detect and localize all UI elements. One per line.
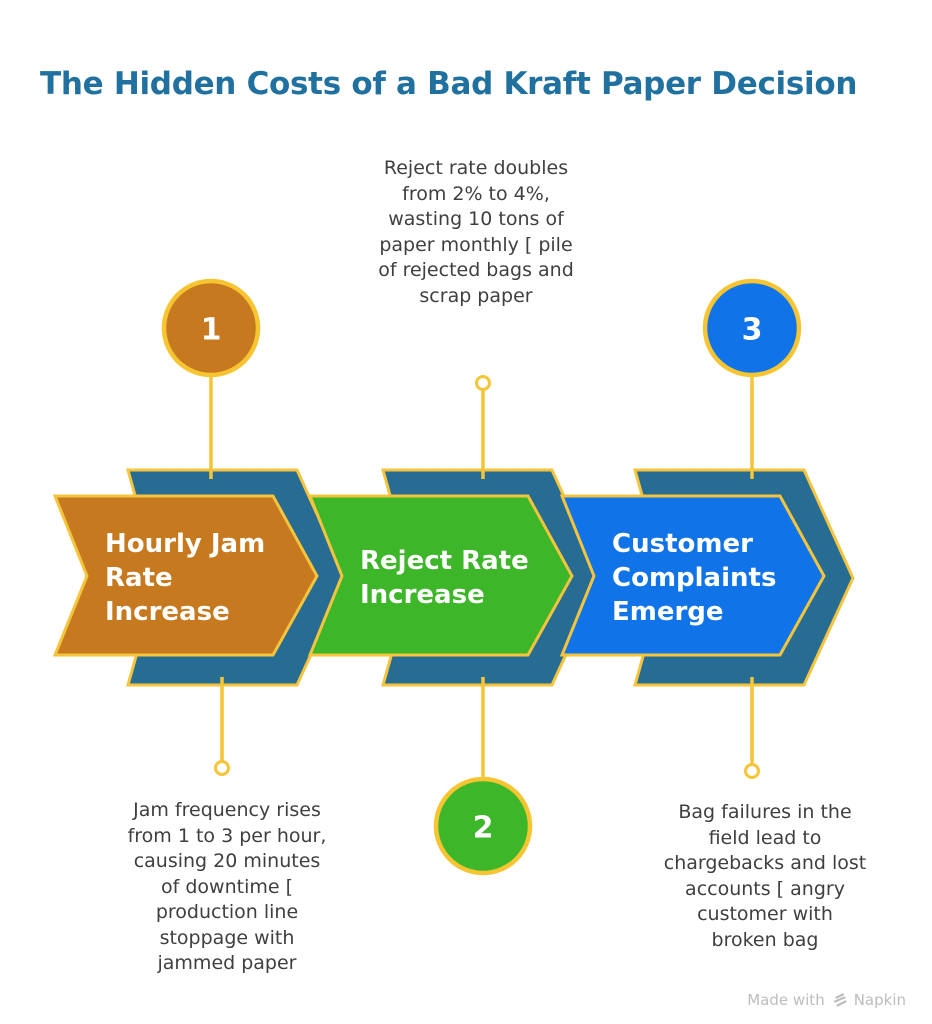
made-with-text: Made with: [747, 991, 825, 1009]
step-1-number-badge: [161, 278, 261, 378]
step-3-number-badge: [702, 278, 802, 378]
step-3-number: 3: [742, 313, 763, 348]
step-2-chevron: [307, 494, 574, 657]
connector-endpoint-step1: [214, 760, 230, 776]
connector-endpoint-step2: [475, 375, 491, 391]
step-2-description: Reject rate doubles from 2% to 4%, wasti…: [378, 157, 574, 307]
step-3-description: Bag failures in the field lead to charge…: [663, 801, 867, 951]
step-2-number-badge: [433, 776, 533, 876]
connector-endpoint-step3: [744, 763, 760, 779]
step-3-chevron: [559, 494, 826, 657]
page-title: The Hidden Costs of a Bad Kraft Paper De…: [40, 66, 858, 102]
napkin-brand-text: Napkin: [853, 991, 906, 1009]
step-1-label: Hourly Jam Rate Increase: [105, 529, 266, 627]
napkin-logo-icon: [833, 992, 847, 1007]
attribution: Made with Napkin: [747, 991, 906, 1009]
step-2-label: Reject Rate Increase: [360, 546, 529, 610]
step-2-number: 2: [473, 811, 494, 846]
step-1-description: Jam frequency rises from 1 to 3 per hour…: [127, 799, 327, 974]
step-1-number: 1: [201, 313, 222, 348]
step-1-chevron: [52, 494, 319, 657]
step-3-label: Customer Complaints Emerge: [612, 529, 777, 627]
